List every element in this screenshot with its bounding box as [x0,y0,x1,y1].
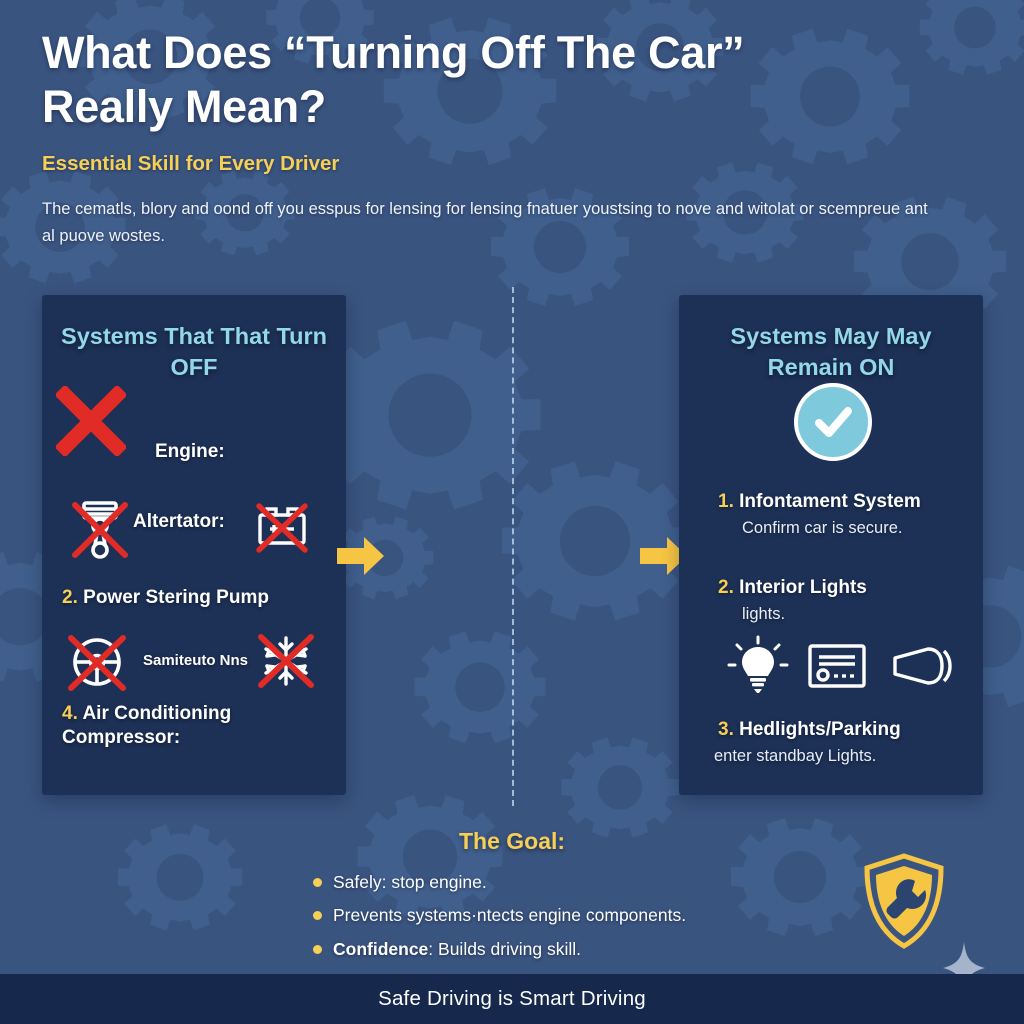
off-item-3-text: Power Stering Pump [83,587,269,608]
page-title: What Does “Turning Off The Car” Really M… [42,27,745,133]
panel-off-title: Systems That That Turn OFF [61,323,327,381]
footer-bar: Safe Driving is Smart Driving [0,974,1024,1024]
snowflake-crossed-icon [258,634,314,688]
panel-on-title: Systems May May Remain ON [730,323,932,381]
bullet-dot-icon [313,911,322,921]
off-item-4-text: Air Conditioning Compressor: [62,703,232,749]
bullet-dot-icon [313,944,322,954]
center-divider [512,287,514,806]
on-item-3-number: 3. [718,719,734,740]
panel-systems-remain-on: Systems May May Remain ON [679,295,983,795]
arrow-right-icon-right [640,537,687,575]
goal-bullet-list: Safely: stop engine. Prevents systems·nt… [313,870,783,970]
on-item-1-number: 1. [718,491,734,512]
panel-systems-turn-off: Systems That That Turn OFF [42,295,346,795]
intro-paragraph: The cematls, blory and oond off you essp… [42,199,928,245]
battery-crossed-icon [256,503,308,553]
goal-bullet-1-text: Safely: stop engine. [333,872,487,892]
on-item-1-sub: Confirm car is secure. [742,519,903,537]
goal-bullet-3-lead: Confidence [333,938,429,959]
on-item-1-text: Infontament System [739,491,921,512]
piston-crossed-icon [72,501,128,559]
x-mark-icon [56,386,126,456]
check-icon [815,407,852,437]
on-item-2-sub: lights. [742,605,786,623]
on-item-3-label: 3. Hedlights/Parking [718,718,901,742]
off-item-3-label: 2. Power Stering Pump [62,586,269,610]
on-item-3-sub: enter standbay Lights. [714,747,877,765]
goal-bullet-2: Prevents systems·ntects engine component… [313,903,783,928]
goal-bullet-1: Safely: stop engine. [313,870,783,895]
arrow-right-icon-left [337,537,384,575]
sparkle-icon [943,942,985,994]
goal-title: The Goal: [458,828,566,854]
off-item-4-label: 4. Air Conditioning Compressor: [62,702,322,751]
off-item-1-label: Engine: [155,441,225,462]
goal-bullet-3-text: Confidence: Builds driving skill. [333,937,581,962]
off-mid-label: Samiteuto Nns [143,652,249,669]
on-item-3-text: Hedlights/Parking [739,719,901,740]
goal-bullet-3-rest: : Builds driving skill. [428,938,581,959]
header: What Does “Turning Off The Car” Really M… [42,26,962,249]
lightbulb-icon [727,635,789,693]
on-item-2-number: 2. [718,577,734,598]
page-subtitle: Essential Skill for Every Driver [42,151,340,175]
infotainment-radio-icon [808,644,866,688]
steering-wheel-crossed-icon [68,635,126,691]
off-item-3-number: 2. [62,587,78,608]
on-item-2-text: Interior Lights [739,577,867,598]
off-item-2-label: Altertator: [133,511,225,532]
on-item-1-label: 1. Infontament System [718,490,921,514]
headlight-icon [893,647,952,685]
bullet-dot-icon [313,878,322,887]
shield-wrench-icon [864,853,944,949]
goal-bullet-2-text: Prevents systems·ntects engine component… [333,905,687,926]
off-item-4-number: 4. [62,703,78,724]
footer-text: Safe Driving is Smart Driving [378,987,646,1010]
goal-bullet-3: Confidence: Builds driving skill. [313,937,783,962]
on-item-2-label: 2. Interior Lights [718,576,867,600]
check-circle-badge [794,383,872,461]
